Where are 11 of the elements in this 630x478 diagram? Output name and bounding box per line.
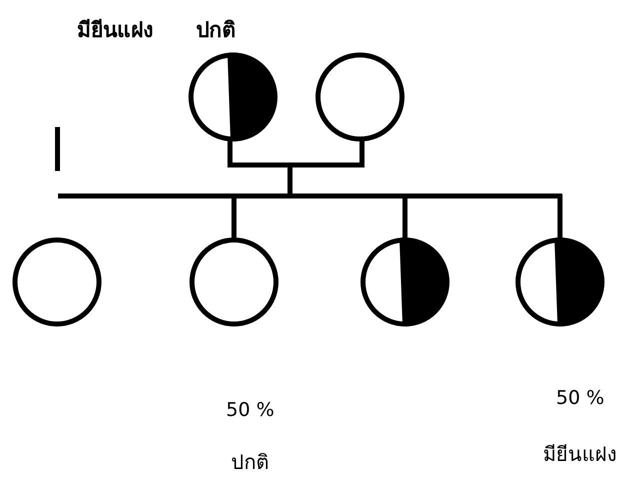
couple-line bbox=[228, 140, 290, 168]
couple-line bbox=[290, 140, 364, 168]
descent-line bbox=[288, 165, 292, 196]
genotype-label: มียีนแฝง bbox=[77, 20, 153, 40]
sibling-line bbox=[58, 194, 562, 198]
ratio-label: 50 % bbox=[226, 400, 274, 420]
descent-line bbox=[558, 194, 562, 239]
genotype-label: ปกติ bbox=[196, 20, 236, 40]
ratio-label: ปกติ bbox=[231, 452, 269, 472]
ratio-label: มียีนแฝง bbox=[543, 444, 617, 464]
ratio-label: 50 % bbox=[556, 388, 604, 408]
